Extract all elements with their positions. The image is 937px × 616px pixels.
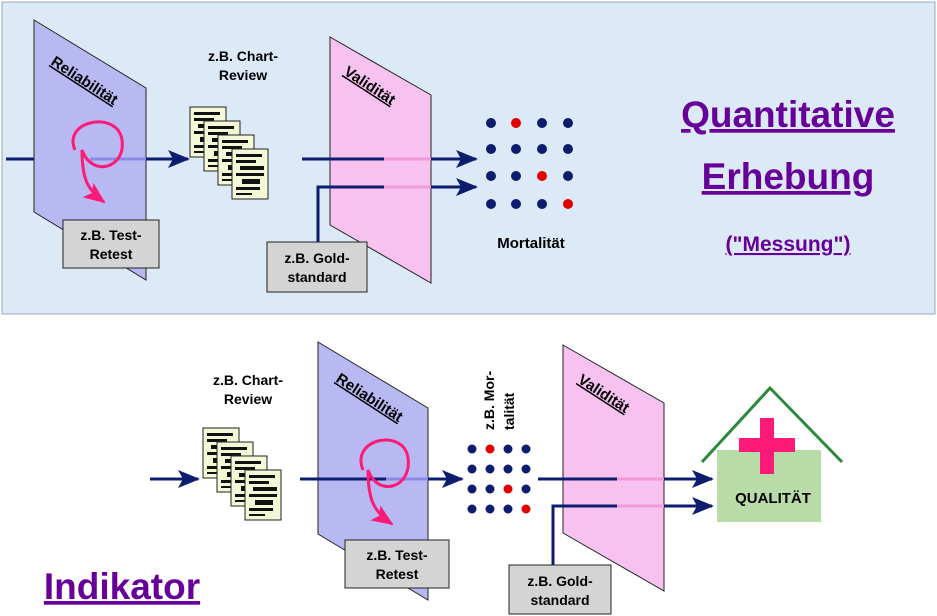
- dot: [503, 444, 513, 454]
- bottom-mortality-line1: z.B. Mor-: [481, 371, 497, 430]
- dot: [511, 118, 521, 128]
- quality-label: QUALITÄT: [735, 490, 811, 507]
- bottom-mortality-line2: talität: [501, 392, 517, 430]
- bottom-document-stack-icon: [202, 427, 282, 521]
- top-gold-arrow-in: [316, 185, 384, 242]
- dot: [563, 171, 573, 181]
- bottom-dot-matrix: [467, 444, 531, 514]
- dot: [511, 199, 521, 209]
- top-title-line2: Erhebung: [702, 156, 875, 197]
- top-chart-review-line2: Review: [219, 67, 267, 83]
- bottom-validity-plane: [562, 344, 665, 592]
- bottom-gold-line1: z.B. Gold-: [527, 573, 593, 589]
- bottom-chart-review-line1: z.B. Chart-: [213, 372, 283, 388]
- dot: [486, 118, 496, 128]
- top-dot-matrix: [486, 118, 573, 209]
- indikator-label: Indikator: [44, 566, 200, 607]
- dot: [485, 464, 495, 474]
- bottom-section: z.B. Chart- Review Reliabilität z.B. Tes…: [44, 341, 844, 615]
- dot: [537, 171, 547, 181]
- top-reliability-plane: [33, 19, 147, 281]
- dot: [467, 444, 477, 454]
- top-panel: Reliabilität z.B. Test- Retest z.B. Char…: [1, 1, 936, 315]
- dot: [503, 464, 513, 474]
- top-test-retest-line1: z.B. Test-: [80, 227, 142, 243]
- dot: [537, 118, 547, 128]
- quality-roof: [700, 385, 844, 464]
- dot: [486, 171, 496, 181]
- dot: [537, 199, 547, 209]
- top-gold-standard-box: [266, 241, 368, 293]
- bottom-test-retest-line2: Retest: [376, 566, 419, 582]
- top-gold-line1: z.B. Gold-: [284, 250, 350, 266]
- dot: [486, 199, 496, 209]
- dot: [485, 504, 495, 514]
- dot: [485, 484, 495, 494]
- bottom-test-retest-line1: z.B. Test-: [366, 547, 428, 563]
- dot: [521, 484, 531, 494]
- top-title-line3: ("Messung"): [726, 233, 851, 256]
- dot: [467, 484, 477, 494]
- dot: [485, 444, 495, 454]
- bottom-gold-line2: standard: [530, 592, 589, 608]
- dot: [521, 504, 531, 514]
- dot: [503, 504, 513, 514]
- top-test-retest-box: [62, 219, 160, 269]
- bottom-chart-review-line2: Review: [224, 391, 272, 407]
- top-test-retest-loop: [71, 120, 124, 204]
- dot: [503, 484, 513, 494]
- bottom-test-retest-box: [344, 539, 450, 589]
- bottom-gold-standard-box: [508, 564, 612, 615]
- quality-house-icon: QUALITÄT: [700, 385, 844, 522]
- bottom-test-retest-loop: [359, 438, 410, 526]
- cross-icon-horizontal: [739, 438, 795, 452]
- dot: [521, 444, 531, 454]
- top-test-retest-line2: Retest: [90, 246, 133, 262]
- dot: [511, 144, 521, 154]
- dot: [563, 144, 573, 154]
- top-title-line1: Quantitative: [681, 94, 895, 135]
- dot: [486, 144, 496, 154]
- dot: [521, 464, 531, 474]
- bottom-gold-arrow-in: [551, 504, 617, 565]
- bottom-reliability-plane: [317, 341, 429, 601]
- dot: [511, 171, 521, 181]
- dot: [563, 118, 573, 128]
- dot: [467, 464, 477, 474]
- top-chart-review-line1: z.B. Chart-: [208, 48, 278, 64]
- dot: [537, 144, 547, 154]
- dot: [563, 199, 573, 209]
- dot: [467, 504, 477, 514]
- top-gold-line2: standard: [287, 269, 346, 285]
- top-mortality-label: Mortalität: [497, 235, 565, 252]
